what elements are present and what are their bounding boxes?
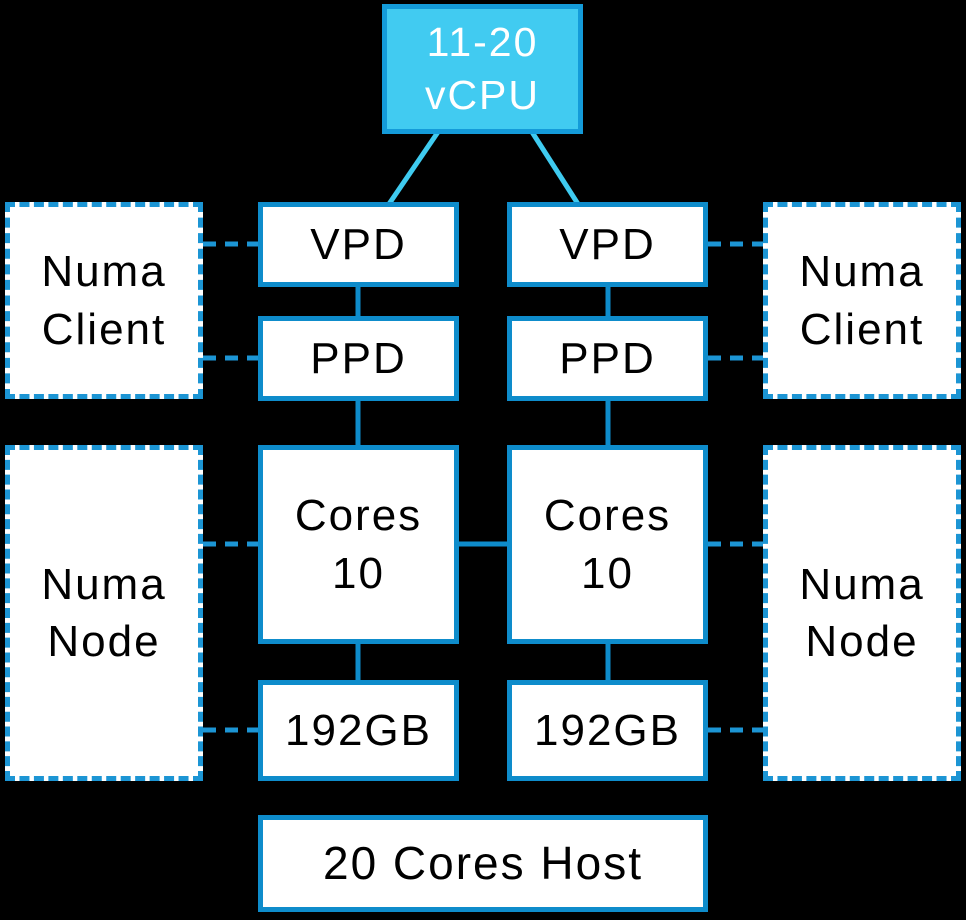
cores-left-box: Cores 10 — [258, 445, 459, 644]
numa-client-left-line1: Numa — [41, 247, 167, 297]
numa-client-right-box: Numa Client — [763, 202, 961, 399]
memory-left-box: 192GB — [258, 680, 459, 781]
vpd-right-box: VPD — [507, 202, 708, 287]
numa-client-left-box: Numa Client — [5, 202, 203, 399]
memory-right-box: 192GB — [507, 680, 708, 781]
cores-right-line1: Cores — [543, 491, 672, 541]
numa-client-right-line1: Numa — [799, 247, 925, 297]
numa-node-left-box: Numa Node — [5, 445, 203, 781]
ppd-right-label: PPD — [559, 333, 656, 383]
numa-node-right-box: Numa Node — [763, 445, 961, 781]
memory-right-label: 192GB — [534, 705, 681, 755]
vpd-right-label: VPD — [559, 219, 656, 269]
ppd-left-box: PPD — [258, 316, 459, 401]
numa-client-left-line2: Client — [41, 304, 167, 354]
vpd-left-label: VPD — [310, 219, 407, 269]
numa-node-left-line2: Node — [47, 617, 161, 666]
vcpu-range-box: 11-20 vCPU — [382, 4, 583, 134]
connector-vcpu-vpd-left — [386, 130, 441, 206]
connector-vcpu-vpd-right — [529, 130, 581, 206]
cores-left-line2: 10 — [332, 548, 385, 598]
cores-left-line1: Cores — [294, 491, 423, 541]
numa-node-right-line1: Numa — [799, 559, 925, 609]
cores-right-line2: 10 — [581, 548, 634, 598]
numa-node-right-line2: Node — [805, 617, 919, 666]
vcpu-range-line1: 11-20 — [426, 18, 539, 65]
vcpu-range-line2: vCPU — [424, 72, 541, 118]
cores-right-box: Cores 10 — [507, 445, 708, 644]
numa-node-left-line1: Numa — [41, 559, 167, 609]
vpd-left-box: VPD — [258, 202, 459, 287]
host-box: 20 Cores Host — [258, 815, 708, 912]
ppd-left-label: PPD — [310, 333, 407, 383]
numa-client-right-line2: Client — [799, 304, 925, 354]
ppd-right-box: PPD — [507, 316, 708, 401]
host-label: 20 Cores Host — [322, 836, 643, 889]
memory-left-label: 192GB — [285, 705, 432, 755]
